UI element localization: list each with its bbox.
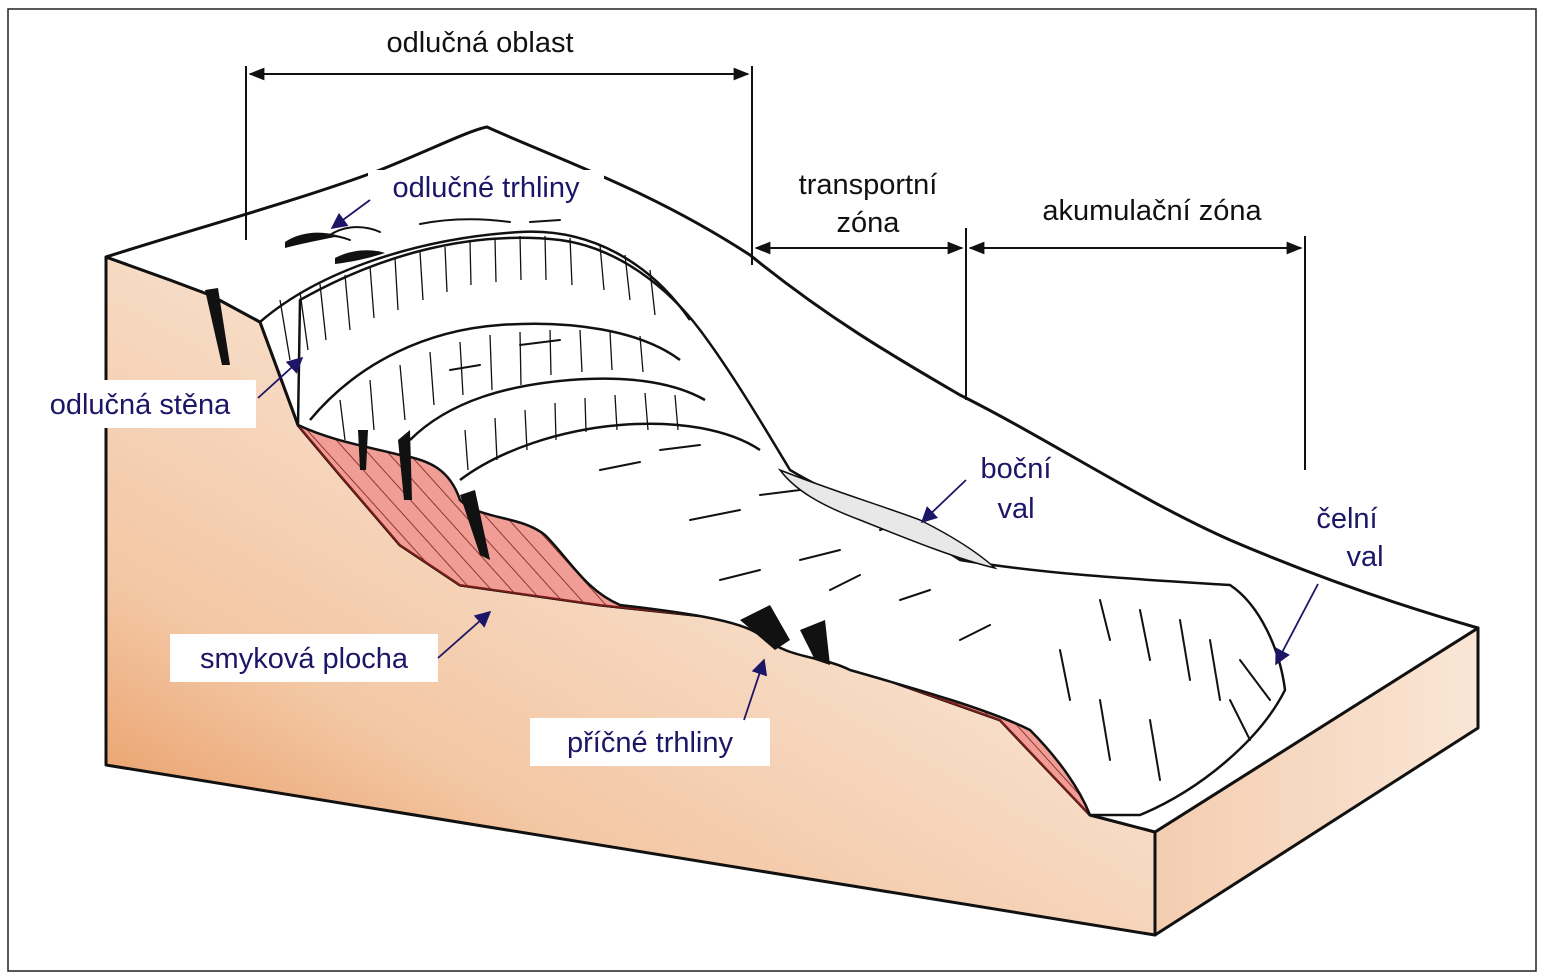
label-accumulation-zone: akumulační zóna [1042,195,1262,227]
label-detachment-wall: odlučná stěna [50,389,231,421]
label-lateral-ridge-line2: val [997,493,1034,525]
label-lateral-ridge-line1: boční [981,453,1052,485]
label-detachment-area: odlučná oblast [386,27,573,59]
label-transport-zone-line1: transportní [799,169,938,201]
label-frontal-ridge-line1: čelní [1316,503,1377,535]
label-frontal-ridge-line2: val [1346,541,1383,573]
label-detachment-cracks: odlučné trhliny [393,172,580,204]
label-transverse-cracks: příčné trhliny [567,727,734,759]
label-slip-surface: smyková plocha [200,643,409,675]
label-transport-zone-line2: zóna [837,207,901,239]
